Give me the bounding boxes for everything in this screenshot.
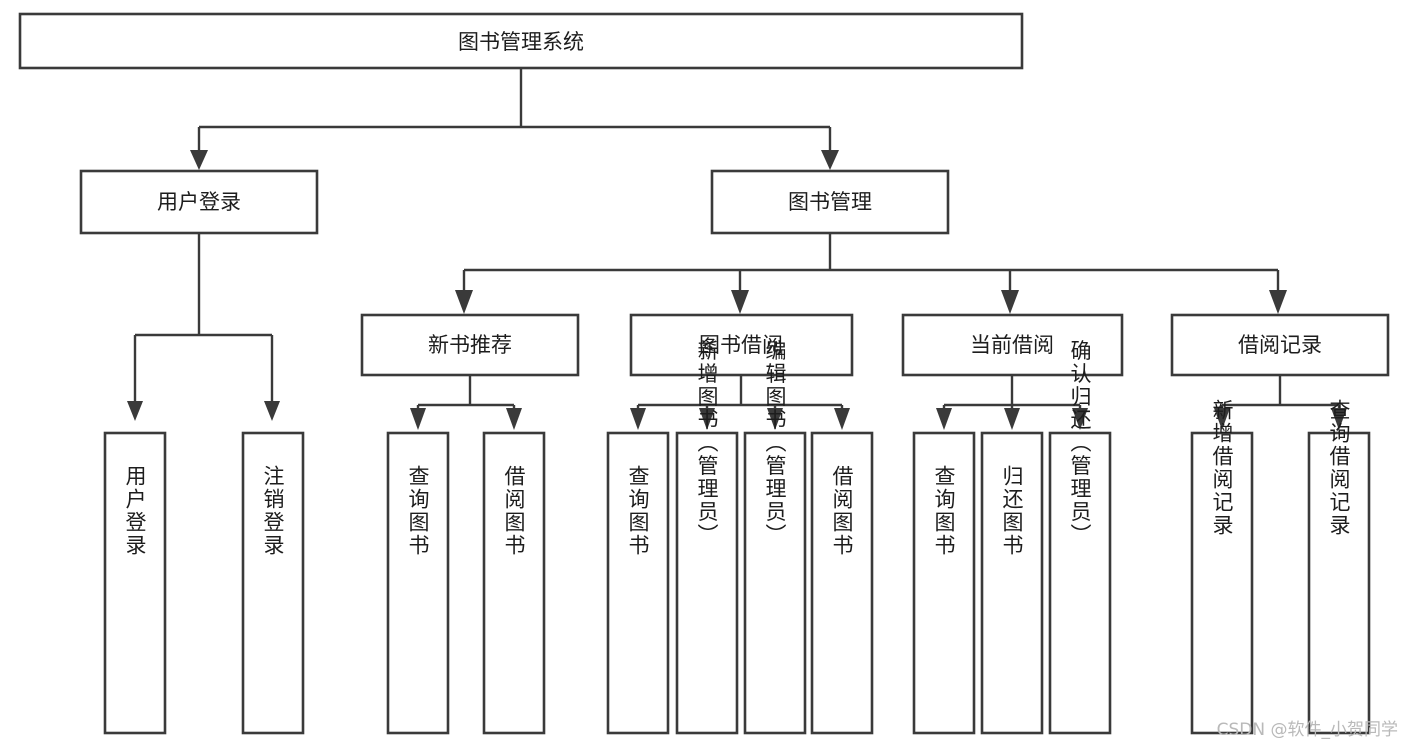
leaf-borrow-book-1-label: 借阅图书 bbox=[502, 465, 526, 557]
leaf-query-book-1-label: 查询图书 bbox=[406, 465, 430, 557]
node-root[interactable]: 图书管理系统 bbox=[18, 12, 1024, 70]
arrow-head-leaf-query-book-2 bbox=[630, 408, 646, 430]
arrow-head-book-management bbox=[821, 150, 839, 170]
node-book-borrow-label: 图书借阅 bbox=[699, 333, 783, 357]
leaf-query-record[interactable]: 查询借阅记录 bbox=[1307, 399, 1371, 735]
node-book-management[interactable]: 图书管理 bbox=[710, 169, 950, 235]
leaf-add-book-box[interactable] bbox=[675, 431, 739, 735]
node-borrow-record-box[interactable] bbox=[1170, 313, 1390, 377]
node-user-login-box[interactable] bbox=[79, 169, 319, 235]
arrow-head-book-borrow bbox=[731, 290, 749, 314]
node-book-borrow[interactable]: 图书借阅 bbox=[629, 313, 854, 377]
leaf-edit-book-label: 编辑图书（管理员） bbox=[763, 340, 787, 547]
leaf-user-login-box[interactable] bbox=[103, 431, 167, 735]
arrow-head-borrow-record bbox=[1269, 290, 1287, 314]
node-current-borrow[interactable]: 当前借阅 bbox=[901, 313, 1124, 377]
leaf-add-record-box[interactable] bbox=[1190, 431, 1254, 735]
arrow-head-leaf-add-record bbox=[1214, 408, 1230, 430]
leaf-borrow-book-1[interactable]: 借阅图书 bbox=[482, 431, 546, 735]
arrow-head-leaf-user-logout bbox=[264, 401, 280, 421]
arrow-head-user-login bbox=[190, 150, 208, 170]
leaf-return-book-box[interactable] bbox=[980, 431, 1044, 735]
node-borrow-record-label: 借阅记录 bbox=[1238, 333, 1322, 357]
leaf-edit-book[interactable]: 编辑图书（管理员） bbox=[743, 340, 807, 735]
leaf-query-book-2[interactable]: 查询图书 bbox=[606, 431, 670, 735]
leaf-return-book[interactable]: 归还图书 bbox=[980, 431, 1044, 735]
arrow-head-leaf-confirm-return bbox=[1072, 408, 1088, 430]
leaf-borrow-book-2-box[interactable] bbox=[810, 431, 874, 735]
leaf-borrow-book-2[interactable]: 借阅图书 bbox=[810, 431, 874, 735]
node-current-borrow-box[interactable] bbox=[901, 313, 1124, 377]
leaf-add-record-label: 新增借阅记录 bbox=[1210, 399, 1234, 537]
node-user-login[interactable]: 用户登录 bbox=[79, 169, 319, 235]
node-borrow-record[interactable]: 借阅记录 bbox=[1170, 313, 1390, 377]
leaf-confirm-return[interactable]: 确认归还（管理员） bbox=[1048, 340, 1112, 735]
leaf-query-book-1[interactable]: 查询图书 bbox=[386, 431, 450, 735]
arrow-head-leaf-edit-book bbox=[767, 408, 783, 430]
arrow-head-leaf-borrow-book-2 bbox=[834, 408, 850, 430]
arrow-head-leaf-add-book bbox=[699, 408, 715, 430]
node-root-box[interactable] bbox=[18, 12, 1024, 70]
leaf-query-book-1-box[interactable] bbox=[386, 431, 450, 735]
arrow-head-leaf-borrow-book-1 bbox=[506, 408, 522, 430]
watermark-label: CSDN @软件_小贺同学 bbox=[1217, 720, 1398, 740]
leaf-edit-book-box[interactable] bbox=[743, 431, 807, 735]
node-user-login-label: 用户登录 bbox=[157, 190, 241, 214]
node-root-label: 图书管理系统 bbox=[458, 30, 584, 54]
leaf-user-login-label: 用户登录 bbox=[123, 465, 147, 557]
leaf-query-book-3[interactable]: 查询图书 bbox=[912, 431, 976, 735]
node-new-book-recommend-label: 新书推荐 bbox=[428, 333, 512, 357]
leaf-query-book-2-box[interactable] bbox=[606, 431, 670, 735]
node-book-management-box[interactable] bbox=[710, 169, 950, 235]
arrow-head-new-book-recommend bbox=[455, 290, 473, 314]
leaf-query-book-3-box[interactable] bbox=[912, 431, 976, 735]
leaf-query-book-2-label: 查询图书 bbox=[626, 465, 650, 557]
node-current-borrow-label: 当前借阅 bbox=[970, 333, 1054, 357]
leaf-user-logout-box[interactable] bbox=[241, 431, 305, 735]
leaf-query-record-box[interactable] bbox=[1307, 431, 1371, 735]
arrow-head-leaf-user-login bbox=[127, 401, 143, 421]
leaf-add-record[interactable]: 新增借阅记录 bbox=[1190, 399, 1254, 735]
arrow-head-current-borrow bbox=[1001, 290, 1019, 314]
leaf-confirm-return-label: 确认归还（管理员） bbox=[1068, 340, 1092, 547]
arrow-head-leaf-return-book bbox=[1004, 408, 1020, 430]
arrow-head-leaf-query-book-1 bbox=[410, 408, 426, 430]
leaf-return-book-label: 归还图书 bbox=[1000, 465, 1024, 557]
node-new-book-recommend-box[interactable] bbox=[360, 313, 580, 377]
arrow-head-leaf-query-record bbox=[1331, 408, 1347, 430]
connector-layer bbox=[127, 68, 1347, 430]
node-book-borrow-box[interactable] bbox=[629, 313, 854, 377]
leaf-add-book[interactable]: 新增图书（管理员） bbox=[675, 340, 739, 735]
leaf-borrow-book-1-box[interactable] bbox=[482, 431, 546, 735]
leaf-query-book-3-label: 查询图书 bbox=[932, 465, 956, 557]
leaf-confirm-return-box[interactable] bbox=[1048, 431, 1112, 735]
leaf-borrow-book-2-label: 借阅图书 bbox=[830, 465, 854, 557]
node-book-management-label: 图书管理 bbox=[788, 190, 872, 214]
leaf-add-book-label: 新增图书（管理员） bbox=[695, 340, 719, 547]
leaf-user-login[interactable]: 用户登录 bbox=[103, 431, 167, 735]
arrow-head-leaf-query-book-3 bbox=[936, 408, 952, 430]
leaf-user-logout-label: 注销登录 bbox=[261, 465, 285, 557]
node-new-book-recommend[interactable]: 新书推荐 bbox=[360, 313, 580, 377]
leaf-query-record-label: 查询借阅记录 bbox=[1327, 399, 1351, 537]
leaf-user-logout[interactable]: 注销登录 bbox=[241, 431, 305, 735]
